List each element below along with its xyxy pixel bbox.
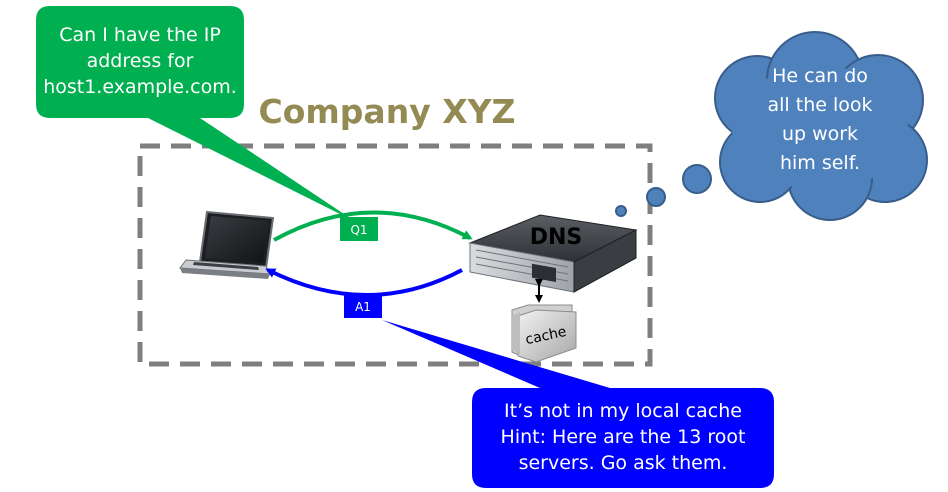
answer-tag [344, 294, 382, 318]
query-tag-label: Q1 [350, 223, 367, 237]
server-answer-callout [382, 320, 774, 488]
thought-cloud-line: up work [781, 123, 859, 145]
server-answer-line: It’s not in my local cache [504, 400, 742, 422]
client-question-line: host1.example.com. [43, 76, 237, 98]
query-tag [340, 217, 378, 241]
laptop-icon [179, 210, 275, 279]
cache-folder-icon [511, 304, 577, 363]
server-answer-line: Hint: Here are the 13 root [500, 426, 746, 448]
server-answer-line: servers. Go ask them. [518, 452, 728, 474]
client-question-line: Can I have the IP [59, 24, 221, 46]
server-answer-text: It’s not in my local cache Hint: Here ar… [472, 398, 774, 476]
company-title: Company XYZ [259, 92, 516, 131]
answer-tag-label: A1 [355, 300, 371, 314]
answer-arrow [265, 268, 463, 297]
thought-cloud-text: He can do all the look up work him self. [742, 62, 898, 178]
thought-cloud-line: all the look [767, 94, 873, 116]
client-question-text: Can I have the IP address for host1.exam… [36, 22, 244, 100]
dns-server-icon [468, 214, 638, 293]
thought-cloud [615, 31, 928, 221]
thought-cloud-line: him self. [779, 152, 861, 174]
company-boundary [137, 143, 653, 367]
client-question-line: address for [86, 50, 194, 72]
client-question-callout [36, 6, 356, 222]
dns-server-label: DNS [530, 225, 583, 250]
query-arrow [273, 210, 473, 242]
thought-cloud-line: He can do [772, 65, 868, 87]
